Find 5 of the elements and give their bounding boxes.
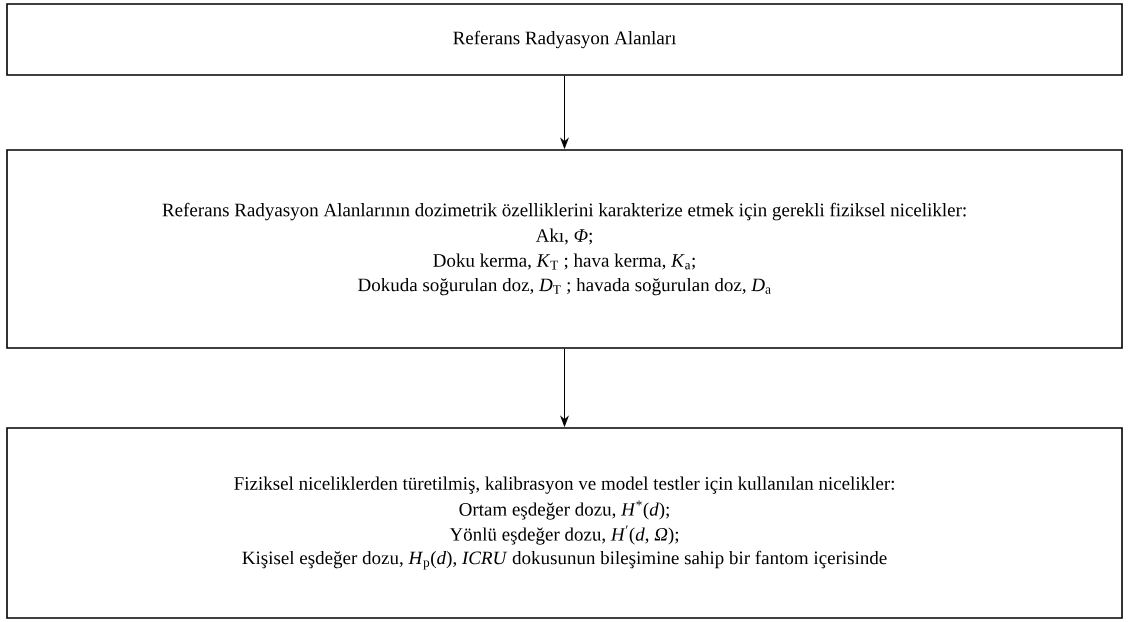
arrow	[560, 75, 569, 149]
arrow	[560, 348, 569, 427]
text-box: Referans Radyasyon Alanları	[6, 3, 1123, 76]
text-box: Referans Radyasyon Alanlarının dozimetrik özelliklerini karakterize etmek için gerekli fiziksel nicelikler: Akı, Φ; Doku kerma, K$_{T}$ ; hava kerma, K$_{a}$; Dokuda soğurulan doz, D$_{T}$ ; havada soğurulan doz, D$_{a}$	[6, 149, 1123, 349]
text-box: Fiziksel niceliklerden türetilmiş, kalibrasyon ve model testler için kullanılan nicelikler: Ortam eşdeğer dozu, H$^{*}$(d); Yönlü eşdeğer dozu, H$^{′}$(d, Ω); Kişisel eşdeğer dozu, H$_{p}$(d), ICRU dokusunun bileşimine sahip bir fantom içerisinde	[6, 427, 1123, 619]
